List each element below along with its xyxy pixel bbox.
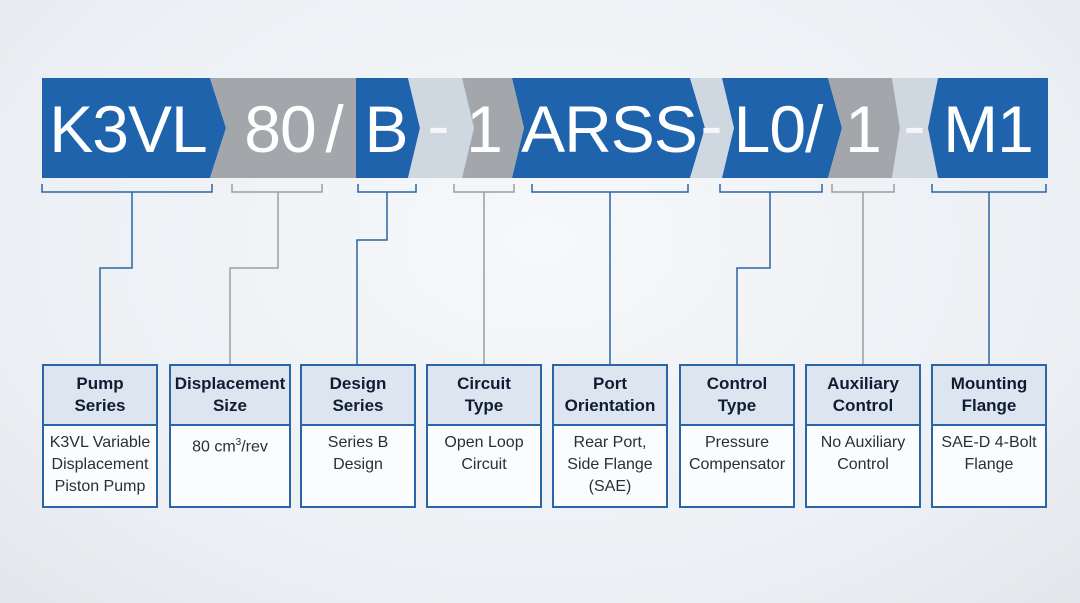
segment-l0-text: L0/ xyxy=(734,92,824,166)
card-title: Circuit Type xyxy=(428,366,540,426)
card-port-orientation: Port Orientation Rear Port, Side Flange … xyxy=(552,364,668,508)
segment-k3vl-bg xyxy=(42,78,226,178)
card-description: Series B Design xyxy=(327,434,389,473)
segment-dash3-bg xyxy=(892,78,938,178)
code-strip: K3VL 80 / B - 1 ARSS - L0/ 1 - M1 xyxy=(42,78,1048,178)
displacement-unit: /rev xyxy=(241,438,268,456)
bracket-k3vl xyxy=(41,184,213,193)
segment-1b-text: 1 xyxy=(845,92,881,166)
bracket-80 xyxy=(231,184,323,193)
card-displacement-size: Displacement Size 80 cm3/rev xyxy=(169,364,291,508)
segment-80-text: 80 xyxy=(244,92,315,166)
card-description: K3VL Variable Displacement Piston Pump xyxy=(49,434,151,495)
card-description: 80 cm3/rev xyxy=(171,426,289,458)
segment-m1-text: M1 xyxy=(943,92,1033,166)
segment-brackets xyxy=(41,184,1047,193)
segment-k3vl-text: K3VL xyxy=(49,92,206,166)
card-pump-series: Pump Series K3VL Variable Displacement P… xyxy=(42,364,158,508)
card-title: Design Series xyxy=(302,366,414,426)
segment-dash2-bg xyxy=(690,78,734,178)
segment-1-text: 1 xyxy=(466,92,502,166)
segment-80-bg xyxy=(210,78,356,178)
segment-l0-bg xyxy=(722,78,842,178)
segment-b-text: B xyxy=(364,92,407,166)
segment-arss-bg xyxy=(512,78,705,178)
card-description: No Auxiliary Control xyxy=(820,434,906,473)
bracket-1b xyxy=(831,184,895,193)
card-auxiliary-control: Auxiliary Control No Auxiliary Control xyxy=(805,364,921,508)
bracket-l0 xyxy=(719,184,823,193)
segment-slash-text: / xyxy=(325,92,344,166)
segment-dash3-text: - xyxy=(904,88,925,162)
card-title: Mounting Flange xyxy=(933,366,1045,426)
segment-1b-bg xyxy=(828,78,900,178)
displacement-value: 80 cm xyxy=(192,438,236,456)
segment-b-bg xyxy=(356,78,420,178)
card-title: Pump Series xyxy=(44,366,156,426)
segment-m1-bg xyxy=(928,78,1048,178)
card-control-type: Control Type Pressure Compensator xyxy=(679,364,795,508)
leader-lines xyxy=(99,192,990,366)
leader-displacement xyxy=(229,192,279,366)
segment-arss-text: ARSS xyxy=(521,92,697,166)
bracket-b xyxy=(357,184,417,193)
leader-design-series xyxy=(356,192,388,366)
card-description: Pressure Compensator xyxy=(688,434,786,473)
displacement-exponent: 3 xyxy=(235,437,242,448)
card-title: Control Type xyxy=(681,366,793,426)
card-circuit-type: Circuit Type Open Loop Circuit xyxy=(426,364,542,508)
segment-dash1-bg xyxy=(408,78,474,178)
leader-pump-series xyxy=(99,192,133,366)
card-title: Port Orientation xyxy=(554,366,666,426)
card-description: Open Loop Circuit xyxy=(444,434,524,473)
segment-dash2-text: - xyxy=(701,88,722,162)
bracket-m1 xyxy=(931,184,1047,193)
card-description: SAE-D 4-Bolt Flange xyxy=(941,434,1037,473)
leader-control-type xyxy=(736,192,771,366)
card-description: Rear Port, Side Flange (SAE) xyxy=(567,434,653,495)
bracket-1 xyxy=(453,184,515,193)
card-title: Displacement Size xyxy=(171,366,289,426)
bracket-arss xyxy=(531,184,689,193)
segment-dash1-text: - xyxy=(428,88,449,162)
card-mounting-flange: Mounting Flange SAE-D 4-Bolt Flange xyxy=(931,364,1047,508)
card-title: Auxiliary Control xyxy=(807,366,919,426)
segment-1-bg xyxy=(462,78,524,178)
card-design-series: Design Series Series B Design xyxy=(300,364,416,508)
